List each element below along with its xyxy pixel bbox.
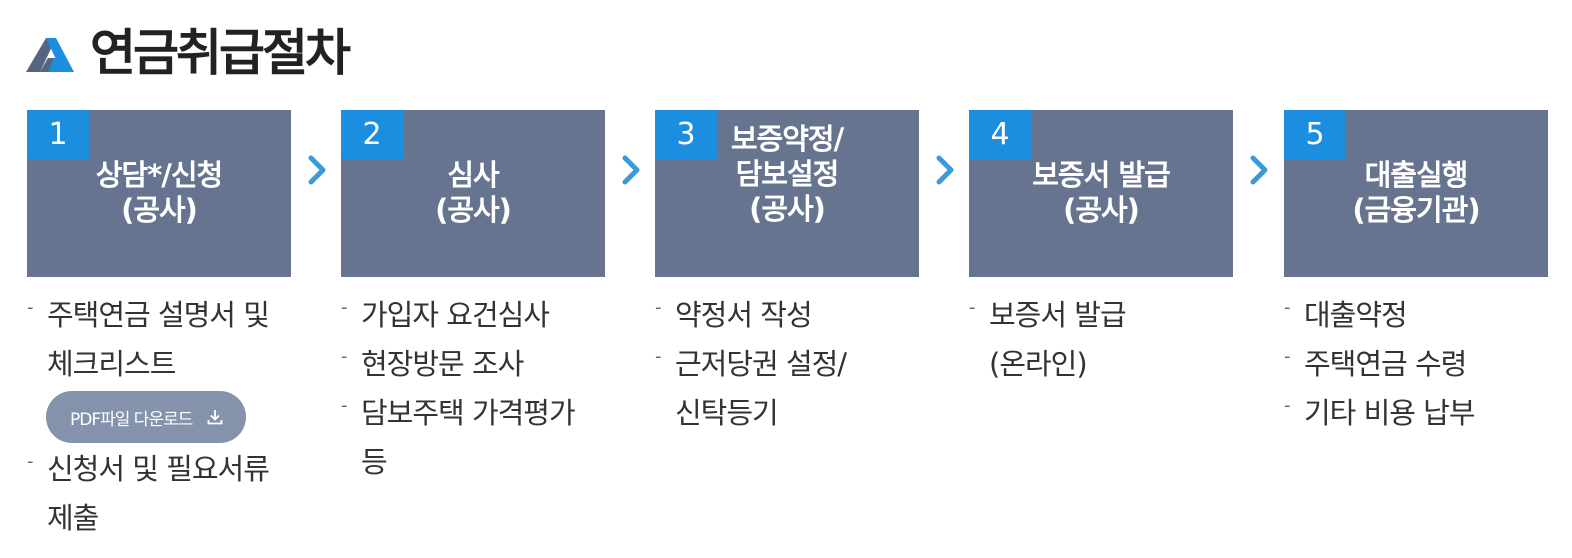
- step-title: 상담*/신청 (공사): [95, 158, 223, 227]
- step-title: 보증서 발급 (공사): [1032, 158, 1171, 227]
- step-box: 4 보증서 발급 (공사): [969, 110, 1233, 277]
- step-4: 4 보증서 발급 (공사) -보증서 발급 (온라인): [969, 110, 1233, 389]
- step-number-badge: 2: [341, 110, 403, 159]
- list-item: -주택연금 수령: [1284, 346, 1467, 381]
- step-title: 보증약정/ 담보설정 (공사): [730, 122, 844, 226]
- step-1: 1 상담*/신청 (공사) -주택연금 설명서 및 체크리스트 PDF파일 다운…: [27, 110, 291, 543]
- step-title: 대출실행 (금융기관): [1352, 158, 1480, 227]
- list-item: -보증서 발급 (온라인): [969, 297, 1127, 381]
- chevron-right-icon: [308, 155, 326, 185]
- step-number-badge: 3: [655, 110, 717, 159]
- list-item: -근저당권 설정/ 신탁등기: [655, 346, 847, 430]
- chevron-right-icon: [622, 155, 640, 185]
- step-3: 3 보증약정/ 담보설정 (공사) -약정서 작성 -근저당권 설정/ 신탁등기: [655, 110, 919, 438]
- step-details: -보증서 발급 (온라인): [969, 291, 1233, 389]
- step-box: 1 상담*/신청 (공사): [27, 110, 291, 277]
- header: 연금취급절차: [26, 14, 351, 84]
- step-details: -가입자 요건심사 -현장방문 조사 -담보주택 가격평가 등: [341, 291, 605, 487]
- list-item: -주택연금 설명서 및 체크리스트: [27, 297, 270, 381]
- list-item: -가입자 요건심사: [341, 297, 550, 332]
- list-item: -약정서 작성: [655, 297, 813, 332]
- brand-logo-icon: [26, 38, 74, 72]
- step-box: 2 심사 (공사): [341, 110, 605, 277]
- list-item: -대출약정: [1284, 297, 1408, 332]
- list-item: -현장방문 조사: [341, 346, 524, 381]
- step-5: 5 대출실행 (금융기관) -대출약정 -주택연금 수령 -기타 비용 납부: [1284, 110, 1548, 438]
- step-details: -대출약정 -주택연금 수령 -기타 비용 납부: [1284, 291, 1548, 438]
- step-box: 3 보증약정/ 담보설정 (공사): [655, 110, 919, 277]
- step-details: -약정서 작성 -근저당권 설정/ 신탁등기: [655, 291, 919, 438]
- pdf-download-button[interactable]: PDF파일 다운로드: [46, 391, 247, 443]
- step-2: 2 심사 (공사) -가입자 요건심사 -현장방문 조사 -담보주택 가격평가 …: [341, 110, 605, 487]
- step-number-badge: 5: [1284, 110, 1346, 159]
- list-item: -담보주택 가격평가 등: [341, 395, 576, 479]
- pdf-download-label: PDF파일 다운로드: [70, 409, 193, 430]
- list-item: -신청서 및 필요서류 제출: [27, 451, 270, 535]
- step-number-badge: 4: [969, 110, 1031, 159]
- step-title: 심사 (공사): [435, 158, 512, 227]
- chevron-right-icon: [936, 155, 954, 185]
- list-item: -기타 비용 납부: [1284, 395, 1476, 430]
- chevron-right-icon: [1250, 155, 1268, 185]
- download-icon: [207, 410, 223, 425]
- step-number-badge: 1: [27, 110, 89, 159]
- pdf-button-row: PDF파일 다운로드: [27, 389, 291, 445]
- page-title: 연금취급절차: [90, 24, 351, 82]
- step-details: -주택연금 설명서 및 체크리스트 PDF파일 다운로드 -신청서 및 필요서류…: [27, 291, 291, 543]
- step-box: 5 대출실행 (금융기관): [1284, 110, 1548, 277]
